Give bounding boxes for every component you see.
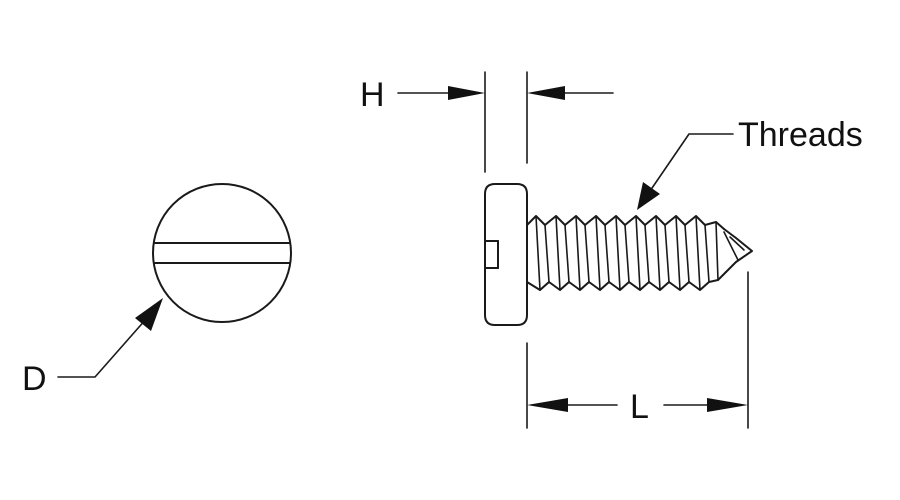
height-arrow-left [448,86,485,100]
head-slot [154,242,291,264]
head-top-view [152,183,292,323]
diameter-arrowhead [135,298,163,331]
screw-tip [723,228,753,273]
screw-head [484,183,528,326]
length-label: L [630,388,649,426]
height-arrow-right [527,86,565,100]
head-slot-side [484,240,499,269]
diameter-label: D [22,360,47,398]
screw-threads [526,215,753,291]
screw-side-view [484,183,753,326]
height-label: H [360,76,385,114]
threads-arrowhead [637,182,660,210]
length-dimension [526,271,749,429]
diameter-leader [57,298,163,378]
threads-label: Threads [738,116,863,154]
head-circle [152,183,292,323]
height-dimension [397,71,614,173]
threads-leader [637,133,734,210]
length-arrow-right [707,398,748,412]
length-arrow-left [527,398,568,412]
